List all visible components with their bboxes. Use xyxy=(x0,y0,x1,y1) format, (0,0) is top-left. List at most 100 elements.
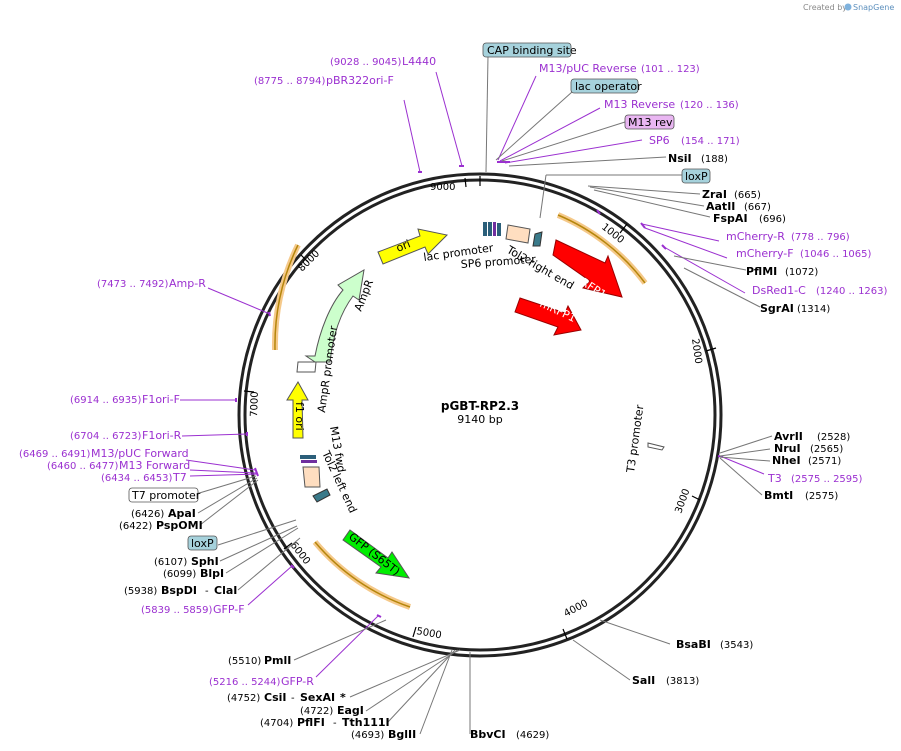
credit-prefix: Created by xyxy=(803,3,847,12)
enzyme-csii-pos: (4752) xyxy=(227,693,260,704)
primer-t3-name[interactable]: T3 xyxy=(767,472,782,485)
primer-labels-left: (9028 .. 9045) L4440 (8775 .. 8794) pBR3… xyxy=(19,55,436,688)
enzyme-nrui[interactable]: NruI xyxy=(774,442,801,455)
primer-t3-range: (2575 .. 2595) xyxy=(791,474,863,485)
enzyme-csii[interactable]: CsiI xyxy=(264,691,286,704)
primer-m13puc-rev-range: (101 .. 123) xyxy=(641,64,700,75)
tick-label: 9000 xyxy=(430,182,455,193)
enzyme-bbvci[interactable]: BbvCI xyxy=(470,728,506,741)
tick-label: 8000 xyxy=(296,248,322,274)
tick-label: 5000 xyxy=(415,626,442,641)
loxp-bottom-mark xyxy=(312,488,331,503)
enzyme-pmli[interactable]: PmlI xyxy=(264,654,291,667)
enzyme-bglii-pos: (4693) xyxy=(351,730,384,741)
enzyme-bspdi[interactable]: BspDI xyxy=(161,584,197,597)
t3-promoter-feature[interactable] xyxy=(647,442,665,451)
enzyme-fspai[interactable]: FspAI xyxy=(713,212,748,225)
primer-dsred-name[interactable]: DsRed1-C xyxy=(752,284,806,297)
enzyme-sexai[interactable]: SexAI xyxy=(300,691,335,704)
enzyme-fspai-pos: (696) xyxy=(759,214,786,225)
primer-gfp-r-range: (5216 .. 5244) xyxy=(209,677,281,688)
enzyme-bsabi[interactable]: BsaBI xyxy=(676,638,711,651)
enzyme-bspdi-pos: (5938) xyxy=(124,586,157,597)
primer-m13puc-rev-name[interactable]: M13/pUC Reverse xyxy=(539,62,637,75)
enzyme-bmti[interactable]: BmtI xyxy=(764,489,793,502)
enzyme-sali[interactable]: SalI xyxy=(632,674,655,687)
tick-label: 4000 xyxy=(562,598,590,620)
cap-box[interactable] xyxy=(482,42,572,58)
primer-m13-reverse-name[interactable]: M13 Reverse xyxy=(604,98,675,111)
gfp-feature[interactable] xyxy=(342,529,411,579)
primer-mcherry-r-name[interactable]: mCherry-R xyxy=(726,230,785,243)
enzyme-sgrai-pos: (1314) xyxy=(797,304,830,315)
loxp-bottom-box[interactable] xyxy=(187,535,218,551)
enzyme-tth111i[interactable]: Tth111I xyxy=(342,716,390,729)
enzyme-aatii[interactable]: AatII xyxy=(706,200,735,213)
ori-feature[interactable] xyxy=(377,228,449,265)
primer-t7-name[interactable]: T7 xyxy=(172,471,187,484)
primer-ampr-name[interactable]: Amp-R xyxy=(169,277,206,290)
primer-m13-forward-name[interactable]: M13 Forward xyxy=(119,459,190,472)
primer-sp6-name[interactable]: SP6 xyxy=(649,134,670,147)
enzyme-aatii-pos: (667) xyxy=(744,202,771,213)
primer-l4440-name[interactable]: L4440 xyxy=(402,55,436,68)
primer-m13puc-fwd-name[interactable]: M13/pUC Forward xyxy=(91,447,189,460)
credit-brand: SnapGene xyxy=(853,3,894,12)
enzyme-bspdi-sep: - xyxy=(205,586,209,597)
t7-promoter-box[interactable] xyxy=(128,487,199,503)
loxp-top-label: loxP xyxy=(685,170,708,183)
enzyme-pflfi-pos: (4704) xyxy=(260,718,293,729)
lac-operator-box[interactable] xyxy=(570,78,639,94)
enzyme-pspomi[interactable]: PspOMI xyxy=(156,519,203,532)
f1ori-feature[interactable] xyxy=(286,381,309,439)
tol2-right-feature[interactable] xyxy=(505,224,531,244)
enzyme-sexai-star: * xyxy=(340,691,346,704)
enzyme-pflmi-pos: (1072) xyxy=(785,267,818,278)
enzyme-pflfi[interactable]: PflFI xyxy=(297,716,325,729)
t7-promoter-label: T7 promoter xyxy=(131,489,201,502)
enzyme-avrii[interactable]: AvrII xyxy=(774,430,803,443)
m13rev-box[interactable] xyxy=(624,114,675,130)
enzyme-pflfi-sep: - xyxy=(333,718,337,729)
tick-marks xyxy=(243,176,717,640)
enzyme-eagi[interactable]: EagI xyxy=(337,704,364,717)
enzyme-pflmi[interactable]: PflMI xyxy=(746,265,777,278)
enzyme-apai[interactable]: ApaI xyxy=(168,507,196,520)
enzyme-apai-pos: (6426) xyxy=(131,509,164,520)
primer-mcherry-r-range: (778 .. 796) xyxy=(791,232,850,243)
loxp-top-box[interactable] xyxy=(681,168,711,184)
primer-mcherry-f-name[interactable]: mCherry-F xyxy=(736,247,794,260)
m13rev-mark xyxy=(493,222,496,236)
enzyme-pmli-pos: (5510) xyxy=(228,656,261,667)
enzyme-blpi[interactable]: BlpI xyxy=(200,567,224,580)
f1ori-label: f1 ori xyxy=(293,402,306,431)
enzyme-zrai[interactable]: ZraI xyxy=(702,188,727,201)
enzyme-sphi[interactable]: SphI xyxy=(191,555,219,568)
primer-gfp-f-name[interactable]: GFP-F xyxy=(213,603,245,616)
m13fwd-mark xyxy=(301,460,317,463)
ampr-feature[interactable] xyxy=(304,269,365,363)
enzyme-nhei[interactable]: NheI xyxy=(772,454,801,467)
enzyme-zrai-pos: (665) xyxy=(734,190,761,201)
primer-f1ori-r-name[interactable]: F1ori-R xyxy=(142,429,182,442)
tol2-left-feature[interactable] xyxy=(302,466,321,488)
orange-halo-cores xyxy=(274,214,646,608)
enzyme-nhei-pos: (2571) xyxy=(808,456,841,467)
enzyme-sgrai[interactable]: SgrAI xyxy=(760,302,794,315)
primer-gfp-f-range: (5839 .. 5859) xyxy=(141,605,213,616)
plasmid-length: 9140 bp xyxy=(457,413,502,426)
sp6-mark xyxy=(497,223,501,236)
primer-pbr322-name[interactable]: pBR322ori-F xyxy=(326,74,394,87)
enzyme-clai[interactable]: ClaI xyxy=(214,584,237,597)
ampr-promoter-feature[interactable] xyxy=(296,361,317,373)
primer-pbr322-range: (8775 .. 8794) xyxy=(254,76,326,87)
mrfp1-feature-a[interactable] xyxy=(552,239,623,298)
enzyme-labels-right: NsiI (188) ZraI (665) AatII (667) FspAI … xyxy=(470,152,850,741)
primer-gfp-r-name[interactable]: GFP-R xyxy=(281,675,314,688)
mrfp1-feature-b[interactable] xyxy=(514,297,582,336)
primer-f1ori-f-name[interactable]: F1ori-F xyxy=(142,393,180,406)
enzyme-bglii[interactable]: BglII xyxy=(388,728,416,741)
primer-dsred-range: (1240 .. 1263) xyxy=(816,286,888,297)
enzyme-nsii[interactable]: NsiI xyxy=(668,152,692,165)
primer-m13-reverse-range: (120 .. 136) xyxy=(680,100,739,111)
